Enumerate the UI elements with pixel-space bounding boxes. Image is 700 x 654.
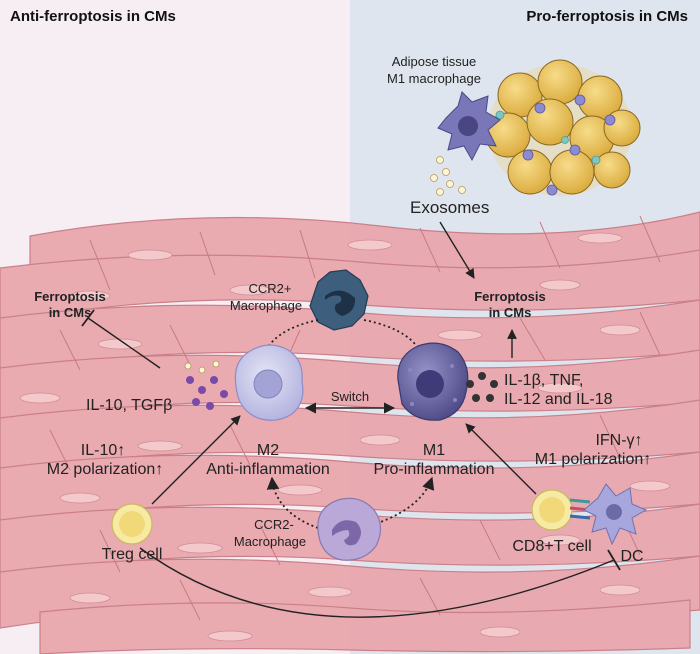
myocyte-boundaries bbox=[49, 215, 661, 621]
ferroptosis-left-1: Ferroptosis bbox=[34, 289, 106, 304]
adipose-label-1: Adipose tissue bbox=[391, 54, 477, 69]
il10-up-label: IL-10↑ bbox=[80, 442, 126, 459]
switch-label: Switch bbox=[330, 389, 370, 404]
left-panel-title: Anti-ferroptosis in CMs bbox=[10, 8, 176, 25]
cd8-t-cell-icon bbox=[531, 489, 591, 531]
ccr2-minus-macrophage-icon bbox=[317, 497, 382, 561]
ferroptosis-left-2: in CMs bbox=[48, 305, 92, 320]
cytokines-label-2: IL-12 and IL-18 bbox=[504, 391, 613, 408]
m2-label-2: Anti-inflammation bbox=[206, 461, 330, 478]
m2-macrophage-icon bbox=[234, 344, 304, 421]
arrow-cd8-to-m1 bbox=[465, 423, 537, 495]
m2-polarization-label: M2 polarization↑ bbox=[46, 461, 164, 478]
pro-cytokine-dots bbox=[466, 372, 498, 402]
exosomes-label: Exosomes bbox=[410, 198, 490, 217]
cd8-label: CD8+T cell bbox=[512, 538, 592, 555]
m1-label-2: Pro-inflammation bbox=[373, 461, 495, 478]
dc-label: DC bbox=[620, 548, 644, 565]
ifng-up-label: IFN-γ↑ bbox=[595, 432, 643, 449]
exosome-icon bbox=[430, 156, 466, 196]
ccr2-plus-macrophage-icon bbox=[309, 269, 369, 331]
ccr2-plus-label-2: Macrophage bbox=[229, 298, 303, 313]
cytokines-label-1: IL-1β, TNF, bbox=[504, 372, 584, 389]
inhibit-treg-to-dc bbox=[139, 547, 615, 618]
myocyte-nuclei bbox=[19, 232, 671, 642]
ferroptosis-right-1: Ferroptosis bbox=[474, 289, 546, 304]
adipose-tissue-icon bbox=[485, 59, 641, 196]
inhibit-il10-to-ferroptosis bbox=[87, 317, 161, 369]
adipose-m1-macrophage-icon bbox=[437, 91, 501, 162]
il10-tgfb-label: IL-10, TGFβ bbox=[86, 397, 173, 414]
arrow-treg-to-m2 bbox=[151, 415, 241, 505]
m1-polarization-label: M1 polarization↑ bbox=[534, 451, 652, 468]
right-panel-title: Pro-ferroptosis in CMs bbox=[526, 8, 688, 25]
treg-label: Treg cell bbox=[101, 546, 163, 563]
m1-label-1: M1 bbox=[422, 442, 446, 459]
treg-cell-icon bbox=[111, 503, 153, 545]
ccr2-minus-label-1: CCR2- bbox=[254, 517, 294, 532]
ccr2-minus-label-2: Macrophage bbox=[233, 534, 307, 549]
ccr2-plus-label-1: CCR2+ bbox=[248, 281, 292, 296]
cytokine-dot-icon bbox=[186, 376, 228, 410]
arrow-exosomes-to-ferroptosis bbox=[439, 221, 475, 279]
dendritic-cell-icon bbox=[583, 483, 648, 546]
m2-label-1: M2 bbox=[256, 442, 280, 459]
dotted-arrow-ccr2m-to-m2 bbox=[266, 476, 319, 529]
m1-macrophage-icon bbox=[397, 342, 469, 421]
ferroptosis-right-2: in CMs bbox=[488, 305, 532, 320]
adipose-label-2: M1 macrophage bbox=[387, 71, 481, 86]
